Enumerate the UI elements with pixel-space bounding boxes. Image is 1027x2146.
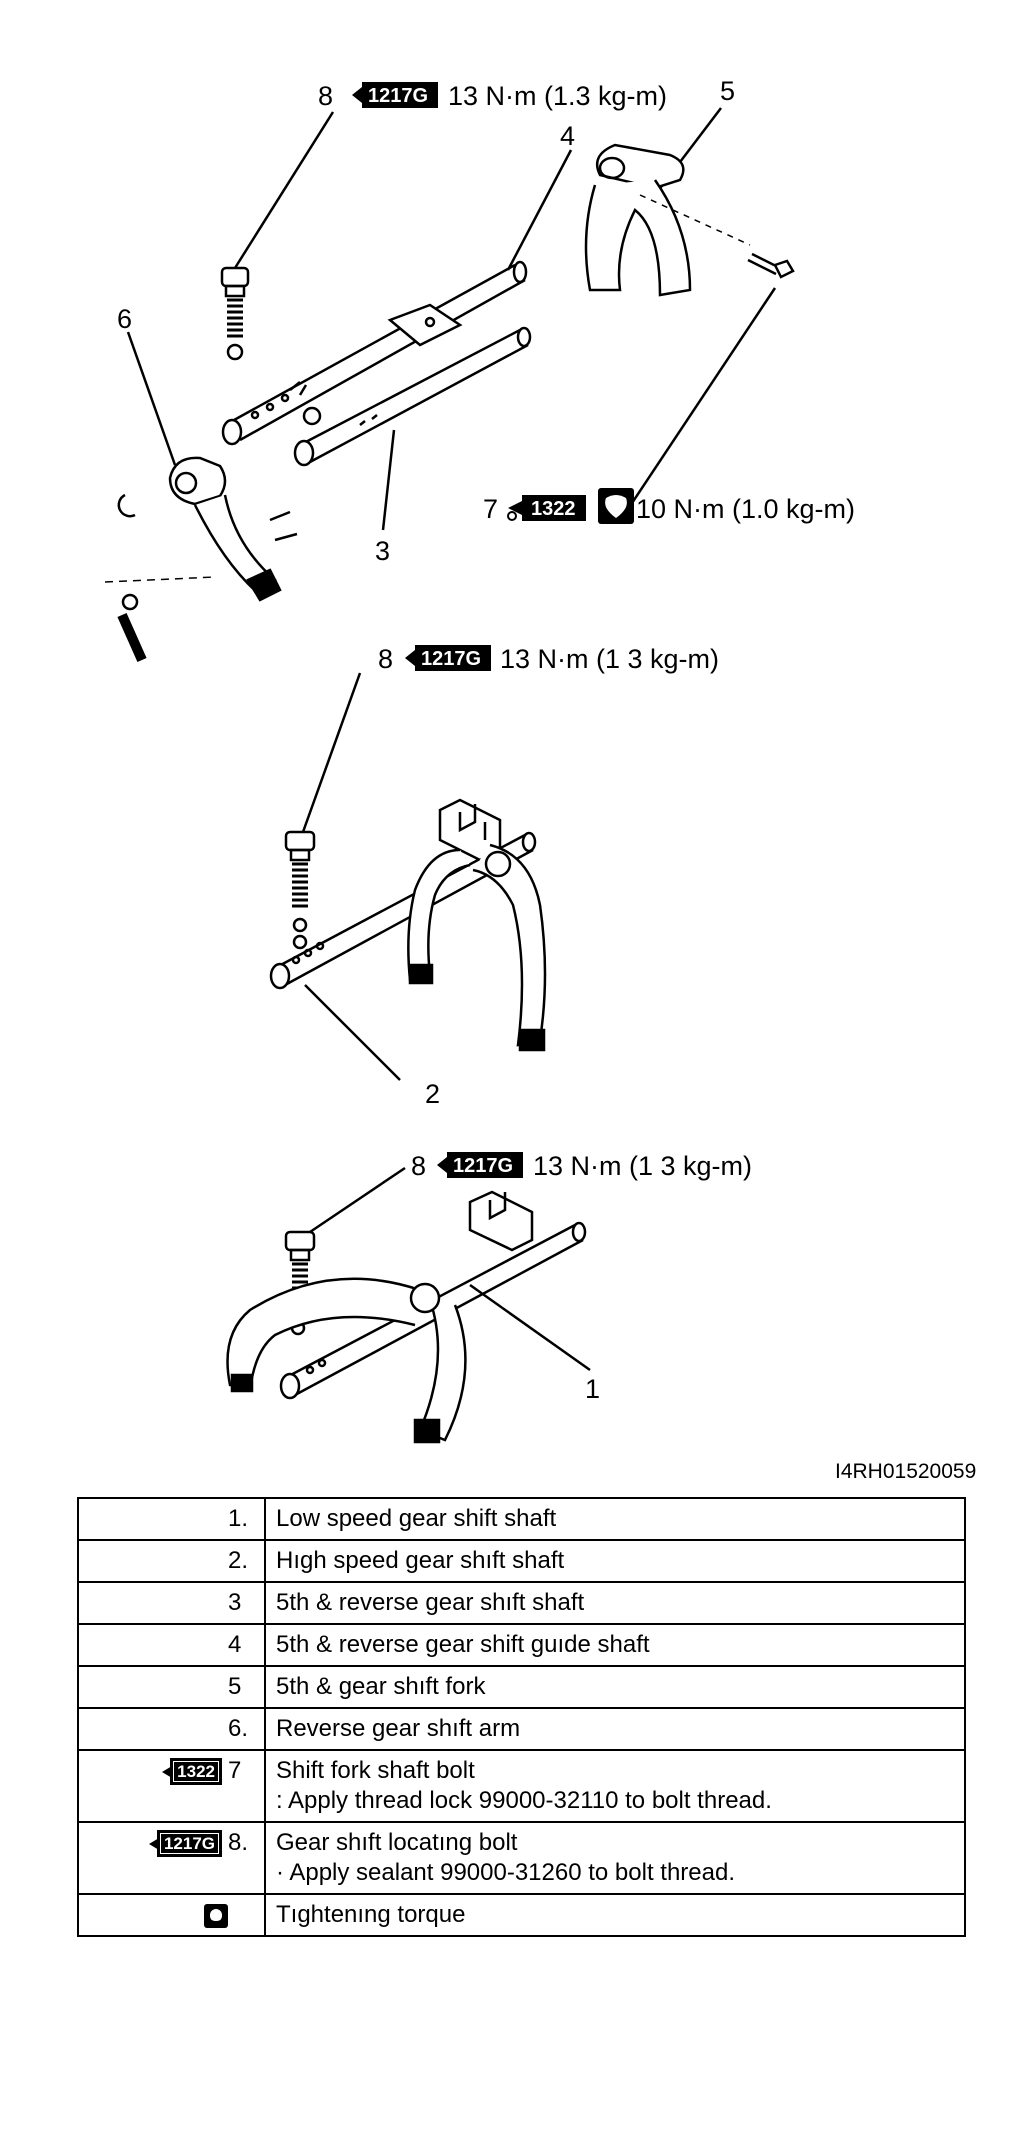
- legend-number: 4: [228, 1631, 242, 1658]
- legend-key: 2.: [77, 1539, 266, 1583]
- legend-note: : Apply thread lock 99000-32110 to bolt …: [276, 1787, 772, 1814]
- legend-text: 5th & reverse gear shift guıde shaft: [276, 1631, 650, 1658]
- leader-3: [381, 429, 396, 531]
- sealant-badge-icon: [415, 645, 491, 671]
- legend-description: Tıghtenıng torque: [264, 1893, 966, 1937]
- legend-row: 3 5th & reverse gear shıft shaft: [77, 1581, 966, 1625]
- legend-number: 7: [228, 1757, 242, 1784]
- badge-arrow-icon: [405, 650, 415, 666]
- legend-key: 4: [77, 1623, 266, 1667]
- legend-row: Tıghtenıng torque: [77, 1893, 966, 1937]
- legend-description: Hıgh speed gear shıft shaft: [264, 1539, 966, 1583]
- legend-description: Reverse gear shıft arm: [264, 1707, 966, 1751]
- legend-number: 2.: [228, 1547, 249, 1574]
- exploded-diagram: 8 1217G 13 N·m (1.3 kg-m) 5 4 6 3 7 1322…: [104, 76, 855, 1444]
- callout-4: 4: [560, 121, 575, 151]
- legend-description: Gear shıft locatıng bolt · Apply sealant …: [264, 1821, 966, 1895]
- legend-badge: 1322: [170, 1758, 222, 1786]
- leader-8-top: [233, 111, 335, 269]
- callout-3: 3: [375, 536, 390, 566]
- leader-1: [469, 1283, 591, 1372]
- legend-description: Low speed gear shift shaft: [264, 1497, 966, 1541]
- legend-number: 5: [228, 1673, 242, 1700]
- legend-row: 1. Low speed gear shift shaft: [77, 1497, 966, 1541]
- badge-arrow-icon: [162, 1765, 173, 1778]
- legend-row: 2. Hıgh speed gear shıft shaft: [77, 1539, 966, 1583]
- legend-key: [77, 1893, 266, 1937]
- callout-7-torque: 10 N·m (1.0 kg-m): [636, 494, 855, 524]
- leader-7: [630, 287, 777, 504]
- callout-7-badge: 1322: [531, 498, 576, 520]
- legend-text: Hıgh speed gear shıft shaft: [276, 1547, 565, 1574]
- threadlock-badge-icon: [522, 495, 586, 521]
- figure-code: I4RH01520059: [835, 1460, 977, 1483]
- callout-8-mid-torque: 13 N·m (1 3 kg-m): [500, 644, 719, 674]
- callout-8-mid-badge: 1217G: [421, 648, 481, 670]
- locating-bolt-mid: [284, 830, 316, 950]
- badge-arrow-icon: [437, 1157, 447, 1173]
- torque-icon: [204, 1903, 228, 1928]
- callout-2: 2: [425, 1079, 440, 1109]
- high-speed-fork-2: [407, 798, 547, 1052]
- callout-8-top-torque: 13 N·m (1.3 kg-m): [448, 81, 667, 111]
- legend-text: Tıghtenıng torque: [276, 1901, 466, 1928]
- shift-fork-5: [584, 143, 795, 297]
- legend-key: 3: [77, 1581, 266, 1625]
- legend-text: Shift fork shaft bolt: [276, 1757, 475, 1784]
- locating-bolt-top: [220, 266, 250, 361]
- callout-8-bottom-num: 8: [411, 1151, 426, 1181]
- guide-shaft-4: [221, 260, 528, 446]
- legend-number: 3: [228, 1589, 242, 1616]
- legend-key: 1.: [77, 1497, 266, 1541]
- sealant-badge-icon: [447, 1152, 523, 1178]
- legend-badge: 1217G: [156, 1830, 222, 1858]
- sealant-badge-icon: [362, 82, 438, 108]
- callout-8-top-badge: 1217G: [368, 85, 428, 107]
- legend-description: 5th & gear shıft fork: [264, 1665, 966, 1709]
- legend-key: 5: [77, 1665, 266, 1709]
- legend-number: 1.: [228, 1505, 249, 1532]
- callout-6: 6: [117, 304, 132, 334]
- legend-number: 8.: [228, 1829, 249, 1856]
- torque-icon: [598, 488, 634, 524]
- legend-row: 6. Reverse gear shıft arm: [77, 1707, 966, 1751]
- legend-number: 6.: [228, 1715, 249, 1742]
- legend-text: Reverse gear shıft arm: [276, 1715, 521, 1742]
- legend-text: 5th & reverse gear shıft shaft: [276, 1589, 585, 1616]
- callout-7-num: 7: [483, 494, 498, 524]
- legend-row: 5 5th & gear shıft fork: [77, 1665, 966, 1709]
- legend-description: 5th & reverse gear shift guıde shaft: [264, 1623, 966, 1667]
- legend-description: Shift fork shaft bolt : Apply thread lock…: [264, 1749, 966, 1823]
- legend-text: 5th & gear shıft fork: [276, 1673, 486, 1700]
- leader-8-bottom: [309, 1166, 406, 1234]
- legend-key: 6.: [77, 1707, 266, 1751]
- leader-8-mid: [301, 672, 362, 833]
- callout-8-mid-num: 8: [378, 644, 393, 674]
- legend-note: · Apply sealant 99000-31260 to bolt thre…: [276, 1859, 735, 1886]
- low-speed-fork-1: [226, 1190, 534, 1444]
- callout-8-top-num: 8: [318, 81, 333, 111]
- shift-shaft-3: [293, 326, 532, 467]
- threadlock-arrow-icon: [508, 501, 522, 515]
- callout-8-bottom-badge: 1217G: [453, 1155, 513, 1177]
- badge-arrow-icon: [352, 87, 362, 103]
- legend-text: Low speed gear shift shaft: [276, 1505, 557, 1532]
- callout-8-bottom-torque: 13 N·m (1 3 kg-m): [533, 1151, 752, 1181]
- leader-6: [126, 331, 177, 466]
- badge-arrow-icon: [148, 1837, 159, 1850]
- reverse-shift-arm-6: [104, 456, 298, 663]
- legend-row: 4 5th & reverse gear shift guıde shaft: [77, 1623, 966, 1667]
- legend-text: Gear shıft locatıng bolt: [276, 1829, 518, 1856]
- leader-4: [506, 149, 573, 271]
- leader-2: [304, 984, 401, 1081]
- legend-description: 5th & reverse gear shıft shaft: [264, 1581, 966, 1625]
- callout-1: 1: [585, 1374, 600, 1404]
- legend-table: 1. Low speed gear shift shaft 2. Hıgh speed…: [77, 1497, 966, 1937]
- callout-5: 5: [720, 76, 735, 106]
